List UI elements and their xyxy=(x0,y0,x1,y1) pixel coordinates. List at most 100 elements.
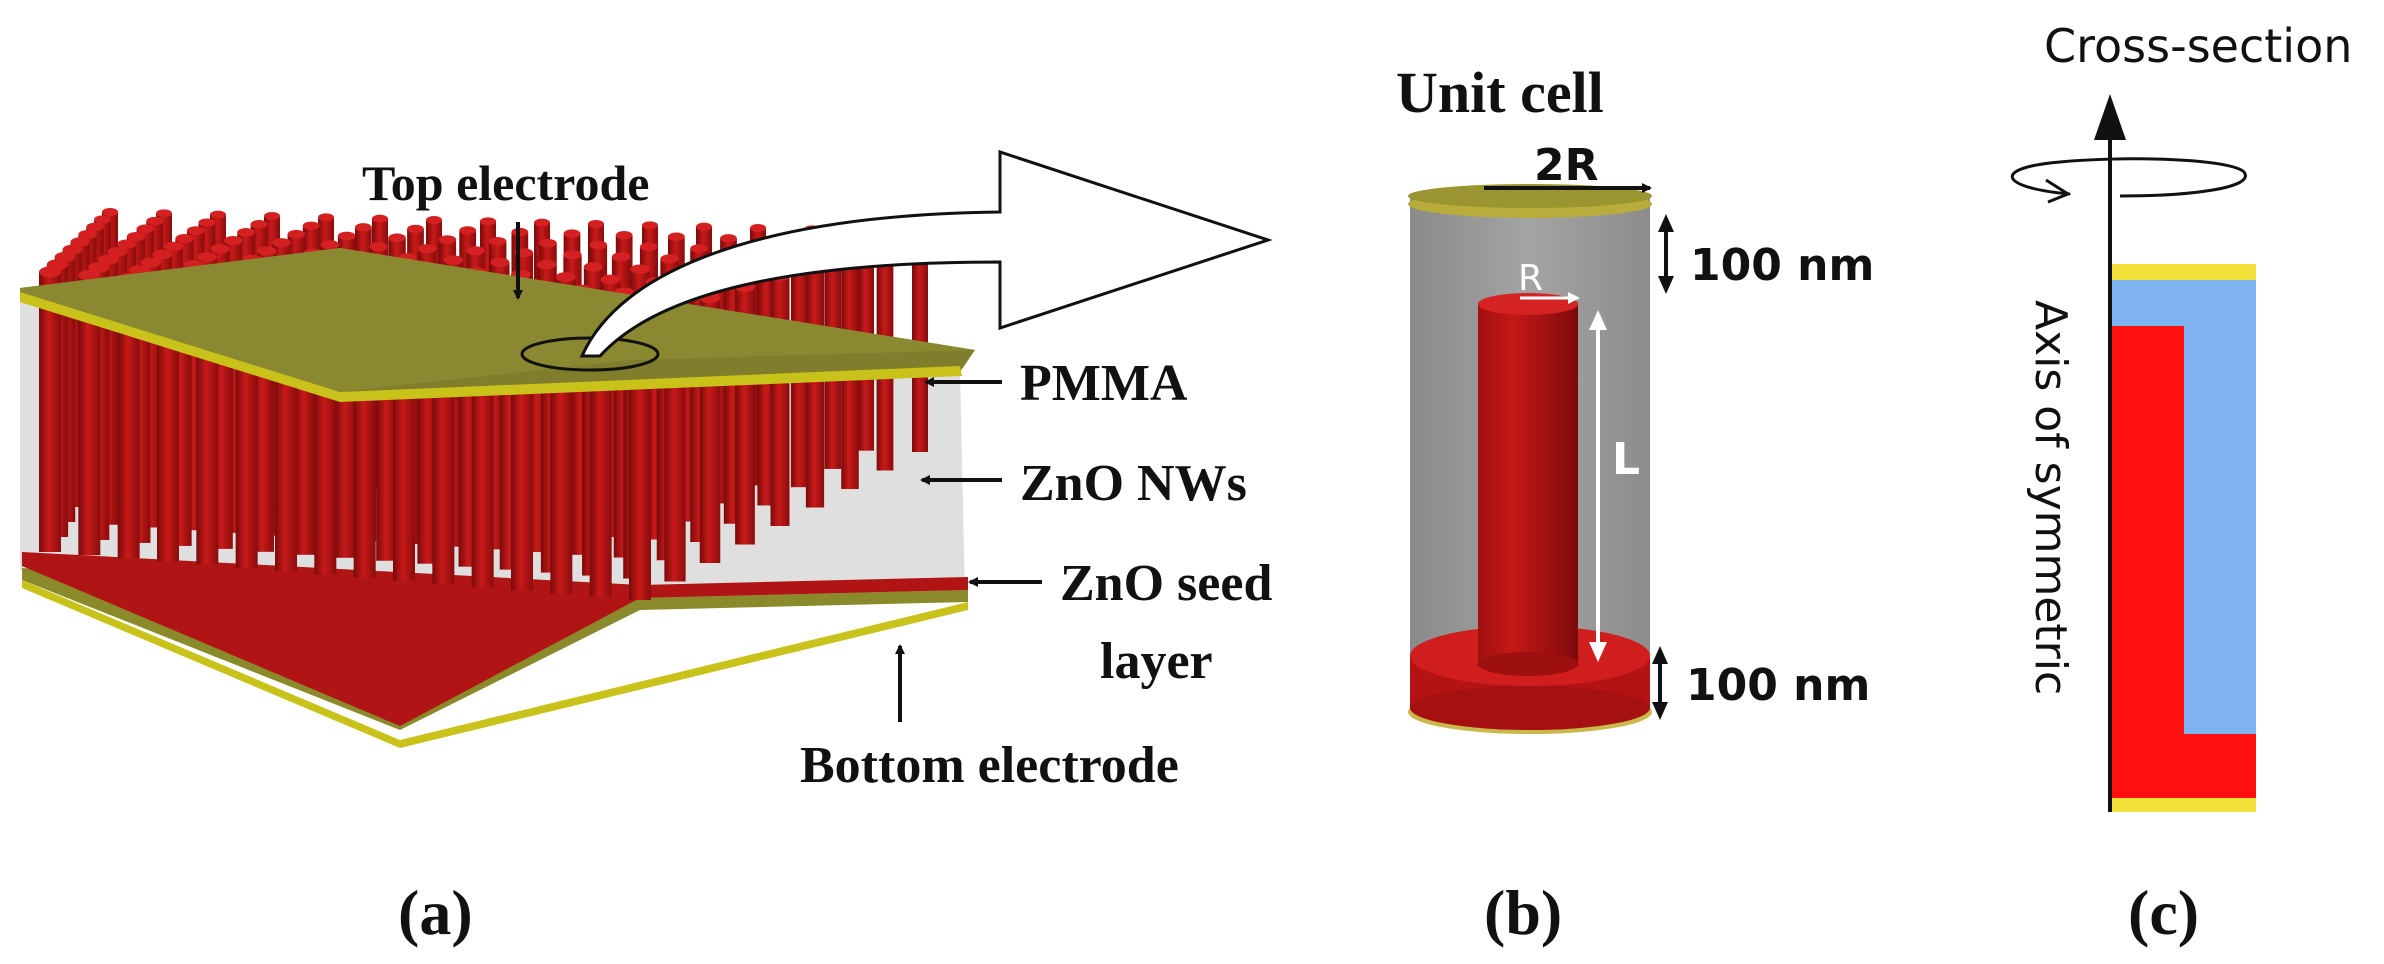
nanowire-cap xyxy=(563,250,582,260)
nanowire-cap xyxy=(537,259,557,270)
nanowire-cap xyxy=(198,218,216,227)
nanowire-cap xyxy=(94,215,111,224)
big-curved-arrow xyxy=(579,149,1273,358)
nanowire-cap xyxy=(39,266,61,278)
nanowire-cap xyxy=(136,224,155,234)
nanowire-cap xyxy=(250,220,268,229)
nanowire-cap xyxy=(320,240,340,250)
dim-l-arrowhead-bottom xyxy=(1589,642,1607,662)
label-zno-nws: ZnO NWs xyxy=(1020,455,1247,512)
dim-top-gap-head-up xyxy=(1658,214,1674,232)
unit-cell-title: Unit cell xyxy=(1396,60,1604,125)
nanowire-cap xyxy=(264,212,280,220)
nanowire-cap xyxy=(611,252,631,262)
nanowire-cap xyxy=(426,216,442,224)
top-electrode-edge xyxy=(20,292,962,402)
nanowire-cap xyxy=(443,255,463,265)
nanowire-cap xyxy=(417,244,437,254)
dim-r-label: R xyxy=(1518,258,1543,299)
nanowire-cap xyxy=(459,226,477,235)
axis-label: Axis of symmetric xyxy=(2025,300,2076,695)
nanowire-cap xyxy=(223,236,243,246)
nanowire-base xyxy=(1478,652,1578,676)
nanowire-cap xyxy=(102,208,118,216)
dim-l-arrowhead-top xyxy=(1589,310,1607,330)
nanowire-cap xyxy=(86,222,104,232)
nanowire-cap xyxy=(78,269,101,281)
nanowire-cap xyxy=(156,209,172,218)
bottom-electrode-edge xyxy=(22,580,968,748)
dim-top-gap-label: 100 nm xyxy=(1690,240,1874,291)
nanowire-cap xyxy=(660,254,679,264)
nanowire-cap xyxy=(186,226,205,235)
nanowire-cap xyxy=(539,238,557,248)
label-zno-seed-line2: layer xyxy=(1100,633,1213,690)
nanowire xyxy=(117,278,140,559)
nanowire-cap xyxy=(750,224,766,232)
nanowire-cap xyxy=(639,242,658,252)
nanowire xyxy=(157,281,179,562)
rotation-ellipse xyxy=(2010,157,2247,198)
cs-top-electrode xyxy=(2112,264,2256,280)
nanowire-cap xyxy=(146,216,164,226)
dim-seed-head-up xyxy=(1652,646,1668,664)
nanowire-cap xyxy=(630,264,650,274)
nanowire-cap xyxy=(589,240,608,250)
top-electrode-plate-top xyxy=(20,248,975,392)
nanowire-cap xyxy=(615,230,633,240)
nanowire-cap xyxy=(175,234,194,244)
dim-seed-head-down xyxy=(1652,702,1668,720)
nanowire-cap xyxy=(354,223,372,232)
nanowire-cap xyxy=(163,241,183,252)
nanowire-cap xyxy=(287,229,306,239)
caption-b: (b) xyxy=(1484,877,1562,948)
nanowire-cap xyxy=(369,242,388,252)
nanowire-cap xyxy=(480,217,496,226)
cs-seed xyxy=(2112,734,2256,800)
nanowire-cap xyxy=(152,249,173,260)
panel-b: Unit cell 2R R L 100 nm xyxy=(1396,60,1874,948)
nanowire-cap xyxy=(555,272,576,282)
nanowire xyxy=(770,276,790,526)
nanowire-cap xyxy=(583,262,603,272)
symmetry-axis-head xyxy=(2094,94,2126,140)
nanowire-cap xyxy=(237,228,255,237)
nanowire-cap xyxy=(690,244,708,253)
rotation-arrowhead xyxy=(2045,178,2072,204)
nanowire-cap xyxy=(257,246,277,256)
label-top-electrode: Top electrode xyxy=(362,155,649,211)
nanowire-cap xyxy=(490,257,510,268)
nanowire-cap xyxy=(438,235,457,244)
seed-layer xyxy=(22,552,968,726)
nanowire-cap xyxy=(600,274,621,285)
nanowire-cap xyxy=(70,237,90,247)
nanowire-cap xyxy=(78,229,97,240)
caption-a: (a) xyxy=(398,877,473,948)
nanowire xyxy=(805,265,825,508)
nanowire xyxy=(78,275,101,556)
nanowire-cap xyxy=(696,222,712,231)
dim-seed-label: 100 nm xyxy=(1686,660,1870,711)
label-bottom-electrode: Bottom electrode xyxy=(800,737,1179,794)
dim-r-arrowhead xyxy=(1568,292,1580,304)
nanowire-cap xyxy=(372,214,388,223)
nanowire-cap xyxy=(720,234,737,243)
label-pmma: PMMA xyxy=(1020,355,1188,412)
panel-a: Top electrode PMMA ZnO NWs ZnO seed laye… xyxy=(20,149,1273,948)
nanowire-cap xyxy=(388,233,406,243)
nanowire-cap xyxy=(337,231,356,241)
nanowire-cap xyxy=(107,247,128,257)
nanowire-cap xyxy=(97,254,119,265)
cs-bottom-electrode xyxy=(2112,798,2256,812)
nanowire-cap xyxy=(210,244,230,254)
nanowire-cap xyxy=(140,257,162,268)
nanowire-cap xyxy=(197,252,217,262)
seed-disc-bottom xyxy=(1410,686,1650,730)
nanowire-cap xyxy=(488,237,507,246)
nanowire-cap xyxy=(117,239,137,250)
nanowire-cap xyxy=(272,238,291,248)
nanowire-cap xyxy=(210,210,226,219)
nanowire-cap xyxy=(667,232,685,241)
nanowire-cap xyxy=(407,224,424,234)
